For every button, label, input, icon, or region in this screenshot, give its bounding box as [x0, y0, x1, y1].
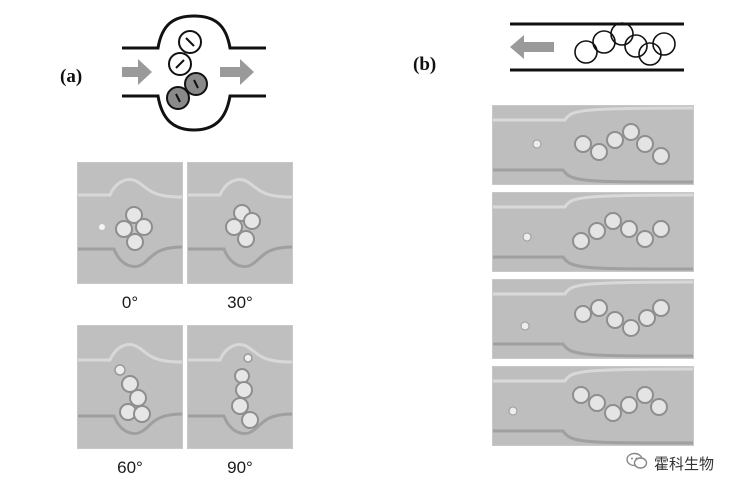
micrograph-b-1: [493, 106, 693, 184]
micrograph-a-30deg: [188, 163, 292, 283]
angle-label-0: 0°: [121, 293, 139, 312]
micrograph-a-60deg: [78, 326, 182, 448]
watermark-text: 霍科生物: [654, 454, 715, 473]
angle-label-60: 60°: [117, 458, 143, 477]
panel-a-label: (a): [60, 66, 83, 87]
wechat-icon: [626, 452, 648, 474]
panel-b-label: (b): [413, 54, 437, 75]
micrograph-a-0deg: [78, 163, 182, 283]
micrograph-b-3: [493, 280, 693, 358]
watermark: 霍科生物: [626, 452, 714, 474]
micrograph-b-2: [493, 193, 693, 271]
micrograph-a-90deg: [188, 326, 292, 448]
panel-b-schematic: [508, 20, 686, 74]
micrograph-b-4: [493, 367, 693, 445]
panel-a-schematic: [118, 12, 270, 134]
angle-label-90: 90°: [227, 458, 253, 477]
angle-label-30: 30°: [227, 293, 253, 312]
